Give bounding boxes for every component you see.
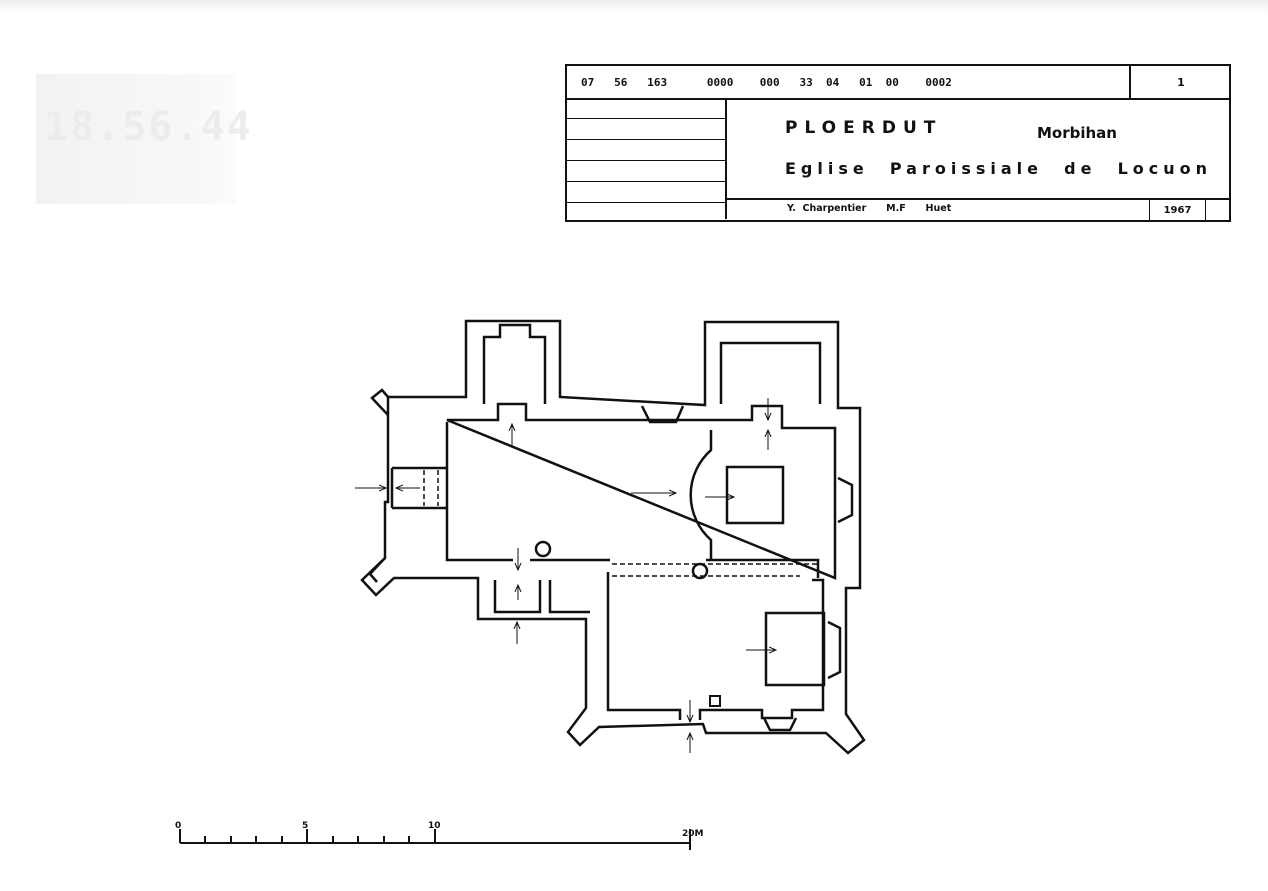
department-name: Morbihan [1037,124,1117,142]
faded-stamp-text: 18.56.44 [44,104,253,150]
west-buttress-north [370,388,389,416]
scan-top-shadow [0,0,1268,14]
east-window [837,476,854,524]
title-block-credit-row: Y. Charpentier M.F Huet 1967 [727,198,1229,221]
sheet-number: 1 [1177,75,1185,89]
scale-label-0: 0 [175,821,181,831]
scale-label-10: 10 [428,821,441,831]
pillar-nave [534,540,552,558]
title-block-empty-rows [567,98,727,219]
font-square [709,695,721,707]
south-chapel-inner [606,572,825,720]
west-buttress-south [368,557,386,583]
north-window [640,405,685,424]
north-porch [482,323,547,404]
north-chapel [719,341,822,404]
title-block: 07 56 163 0000 000 33 04 01 00 0002 1 PL… [565,64,1231,222]
nave-outer-wall [360,319,866,755]
scale-bar [179,829,691,850]
pillar-arcade [691,562,709,580]
scale-label-20m: 20M [682,829,704,839]
south-porch [493,580,590,614]
south-window [762,717,798,732]
title-block-code-row: 07 56 163 0000 000 33 04 01 00 0002 1 [567,66,1229,100]
main-altar [725,465,785,525]
nave-inner-wall [445,402,837,580]
commune-name: PLOERDUT [785,118,943,138]
authors: Y. Charpentier M.F Huet [787,203,952,214]
apse-arc [689,430,713,560]
west-doorway [390,466,447,510]
south-altar [764,611,826,687]
survey-year: 1967 [1149,200,1206,221]
scale-label-5: 5 [302,821,308,831]
west-step-line [423,470,439,506]
faded-stamp: 18.56.44 [36,74,251,204]
inventory-code: 07 56 163 0000 000 33 04 01 00 0002 [567,66,1131,98]
building-name: Eglise Paroissiale de Locuon [785,159,1213,178]
south-east-window [827,620,842,680]
